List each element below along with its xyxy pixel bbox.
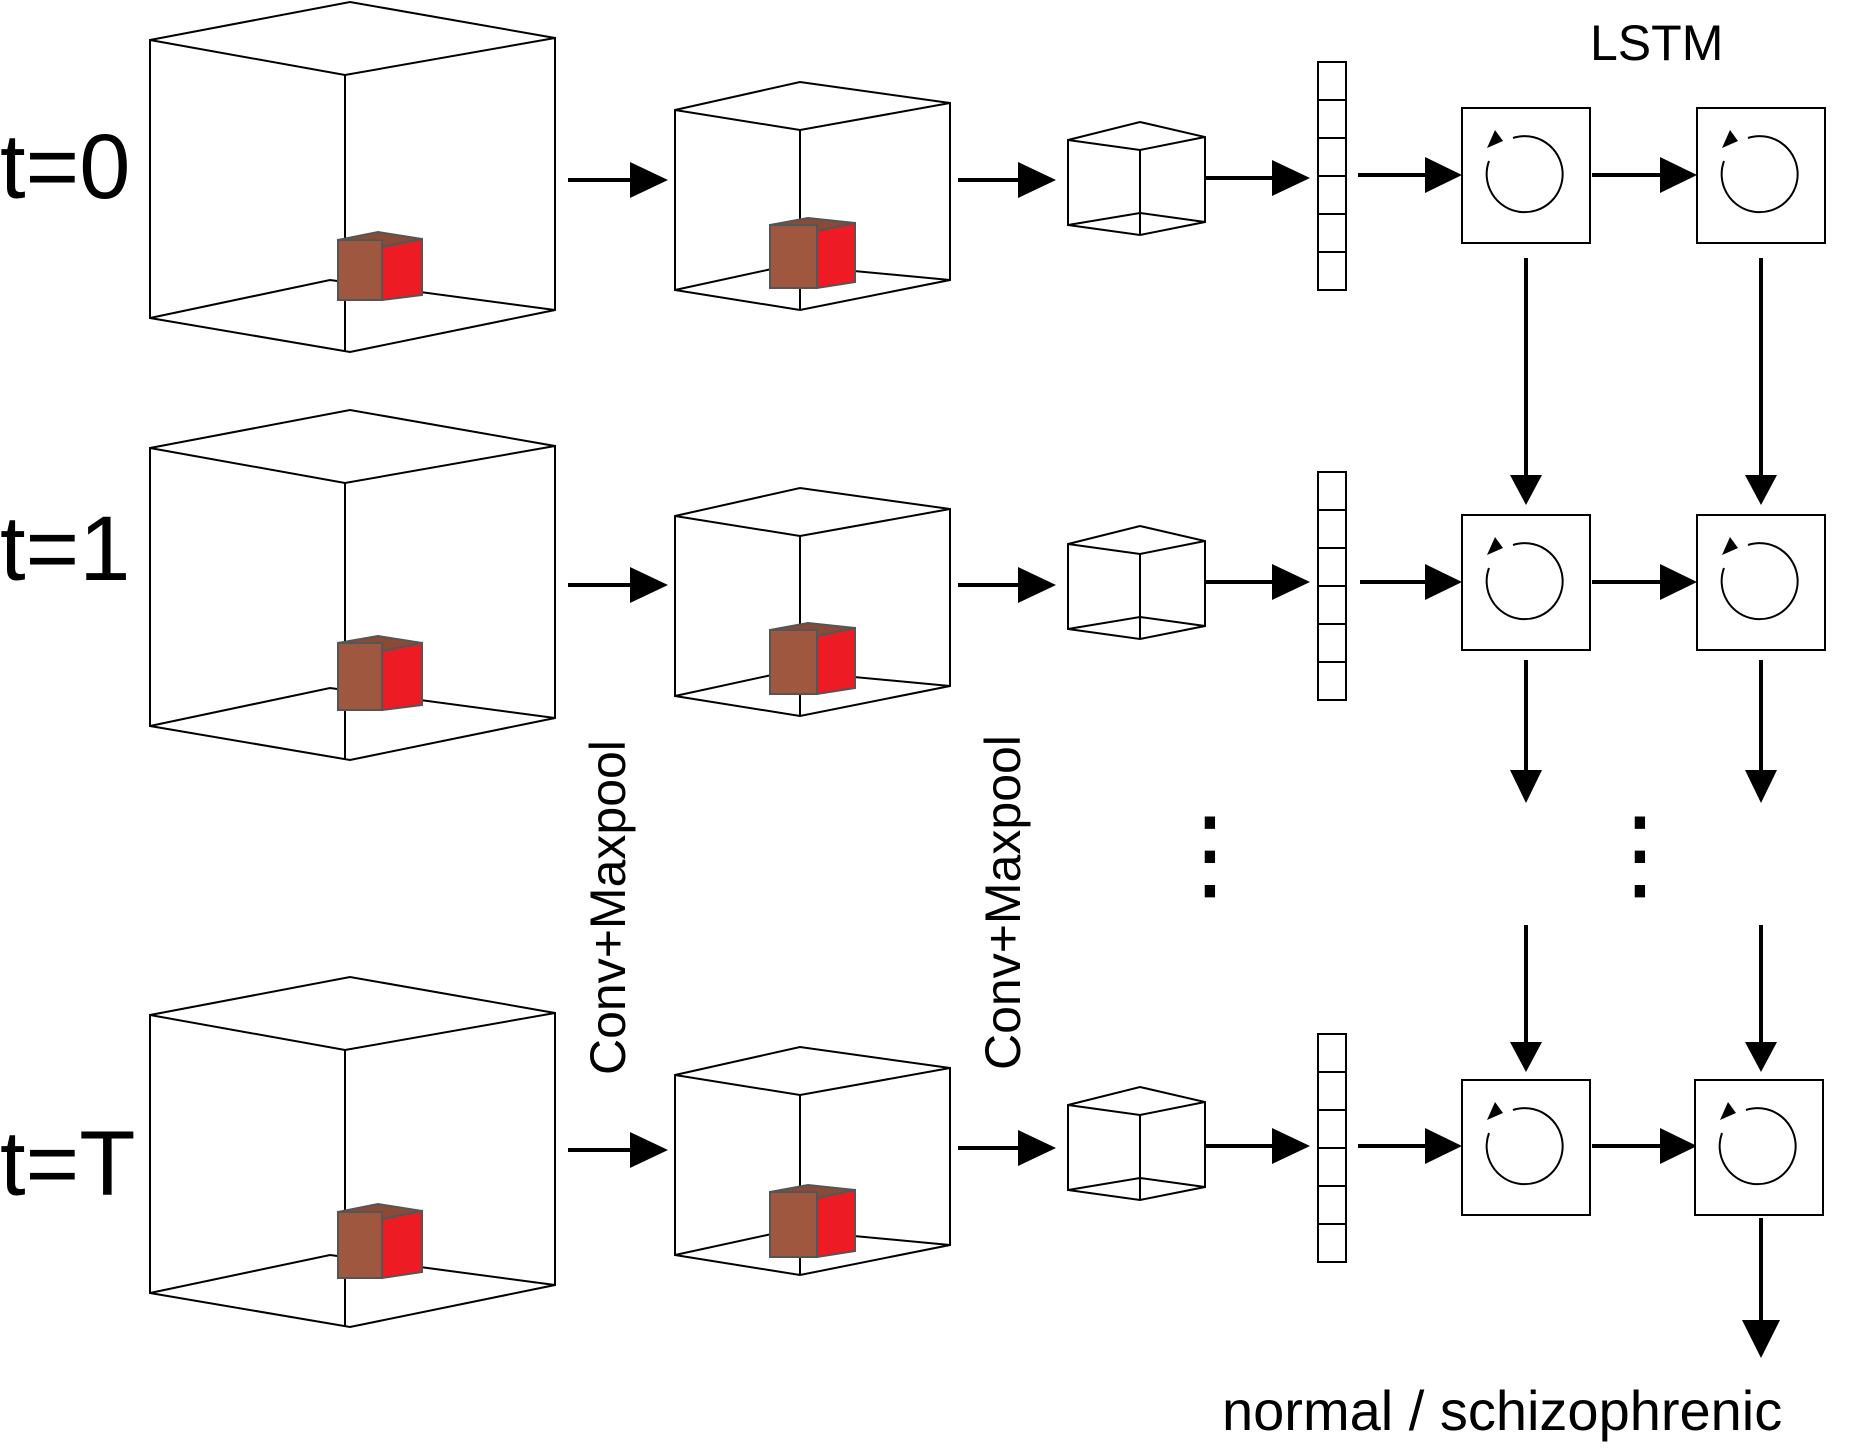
arrow-down-icon — [1745, 258, 1777, 505]
arrow-right-icon — [1358, 1128, 1462, 1164]
arrow-right-icon — [568, 567, 668, 603]
arrow-right-icon — [568, 162, 668, 198]
ellipsis-icon: ⋮ — [1590, 798, 1690, 910]
arrow-right-icon — [1360, 564, 1462, 600]
lstm-cell — [1696, 107, 1826, 244]
time-label-t0: t=0 — [0, 116, 130, 218]
row-t0 — [149, 1, 1347, 353]
lstm-cell — [1461, 107, 1591, 244]
arrow-right-icon — [958, 162, 1056, 198]
arrow-right-icon — [1205, 564, 1310, 600]
stage-label-conv-maxpool-2: Conv+Maxpool — [975, 735, 1031, 1070]
arrow-right-icon — [568, 1132, 668, 1168]
lstm-cell — [1694, 1079, 1824, 1216]
arrow-down-icon — [1510, 660, 1542, 803]
lstm-label: LSTM — [1590, 15, 1723, 71]
highlight-cube — [337, 1202, 423, 1280]
feature-volume-2 — [1067, 525, 1206, 640]
arrow-down-icon — [1745, 925, 1777, 1072]
feature-vector — [1317, 471, 1347, 701]
row-t1 — [149, 409, 1347, 761]
arrow-right-icon — [1592, 564, 1697, 600]
highlight-cube — [337, 634, 423, 712]
highlight-cube — [769, 1183, 856, 1259]
time-label-tT: t=T — [0, 1113, 135, 1215]
arrow-right-icon — [958, 1130, 1056, 1166]
arrow-down-icon — [1510, 258, 1542, 505]
feature-volume-2 — [1067, 1086, 1206, 1201]
ellipsis-icon: ⋮ — [1160, 798, 1260, 910]
arrow-down-icon — [1742, 1218, 1780, 1358]
stage-label-conv-maxpool-1: Conv+Maxpool — [580, 740, 636, 1075]
lstm-cells — [1461, 107, 1826, 1216]
horizontal-arrows — [568, 157, 1697, 1168]
feature-vector — [1317, 1033, 1347, 1263]
arrow-down-icon — [1745, 660, 1777, 803]
arrow-right-icon — [958, 567, 1056, 603]
vertical-arrows — [1510, 258, 1780, 1358]
output-label: normal / schizophrenic — [1222, 1379, 1782, 1442]
arrow-down-icon — [1510, 925, 1542, 1072]
arrow-right-icon — [1205, 1128, 1310, 1164]
feature-volume-2 — [1067, 121, 1206, 236]
feature-vector — [1317, 61, 1347, 291]
arrow-right-icon — [1592, 1128, 1697, 1164]
highlight-cube — [337, 230, 423, 302]
highlight-cube — [769, 621, 856, 696]
lstm-cell — [1696, 514, 1826, 651]
arrow-right-icon — [1592, 157, 1697, 193]
lstm-cell — [1461, 514, 1591, 651]
time-label-t1: t=1 — [0, 498, 130, 600]
arrow-right-icon — [1205, 160, 1310, 196]
lstm-cell — [1461, 1079, 1591, 1216]
highlight-cube — [769, 216, 856, 290]
row-tT — [149, 976, 1347, 1328]
arrow-right-icon — [1358, 157, 1462, 193]
